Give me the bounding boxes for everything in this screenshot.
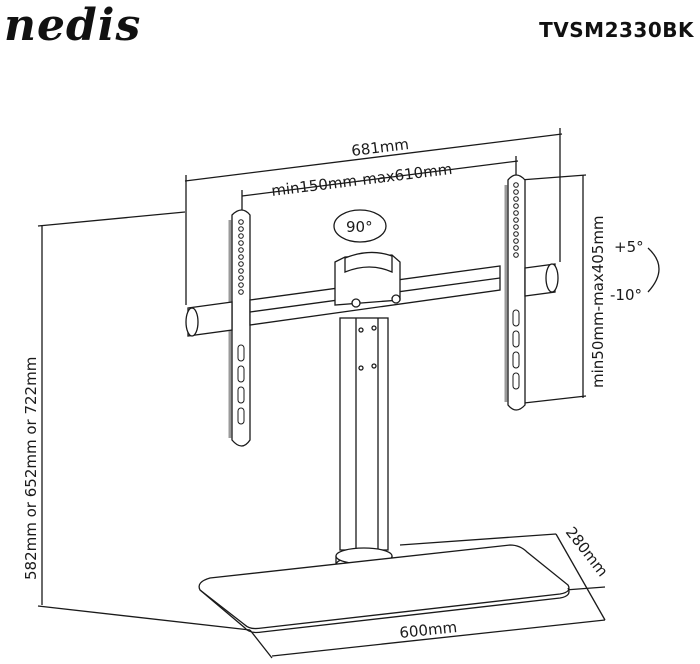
- tilt-arc: [647, 247, 660, 293]
- brand-logo: nedis: [4, 0, 142, 51]
- base-plate: [198, 544, 570, 630]
- dim-line-vesa-horizontal: [241, 160, 519, 197]
- right-vertical-rail: [507, 174, 526, 411]
- rotation-label: 90°: [346, 218, 373, 236]
- base-depth-label: 280mm: [562, 523, 612, 580]
- vesa-vertical-label: min50mm-max405mm: [589, 215, 607, 388]
- dim-line-base-depth: [555, 533, 606, 621]
- dim-line-overall-width: [184, 133, 563, 182]
- vesa-horizontal-label: min150mm-max610mm: [270, 160, 453, 200]
- overall-width-label: 681mm: [350, 135, 410, 160]
- tilt-down-label: -10°: [610, 286, 642, 304]
- base-width-label: 600mm: [399, 618, 458, 642]
- stand-column: [339, 317, 389, 551]
- model-number: TVSM2330BK: [539, 18, 694, 42]
- left-vertical-rail: [231, 209, 251, 447]
- height-label: 582mm or 652mm or 722mm: [22, 357, 40, 580]
- tilt-up-label: +5°: [614, 238, 644, 256]
- rotation-ellipse: [333, 209, 387, 243]
- rail-holes: [237, 182, 520, 425]
- dim-line-base-width: [271, 619, 606, 657]
